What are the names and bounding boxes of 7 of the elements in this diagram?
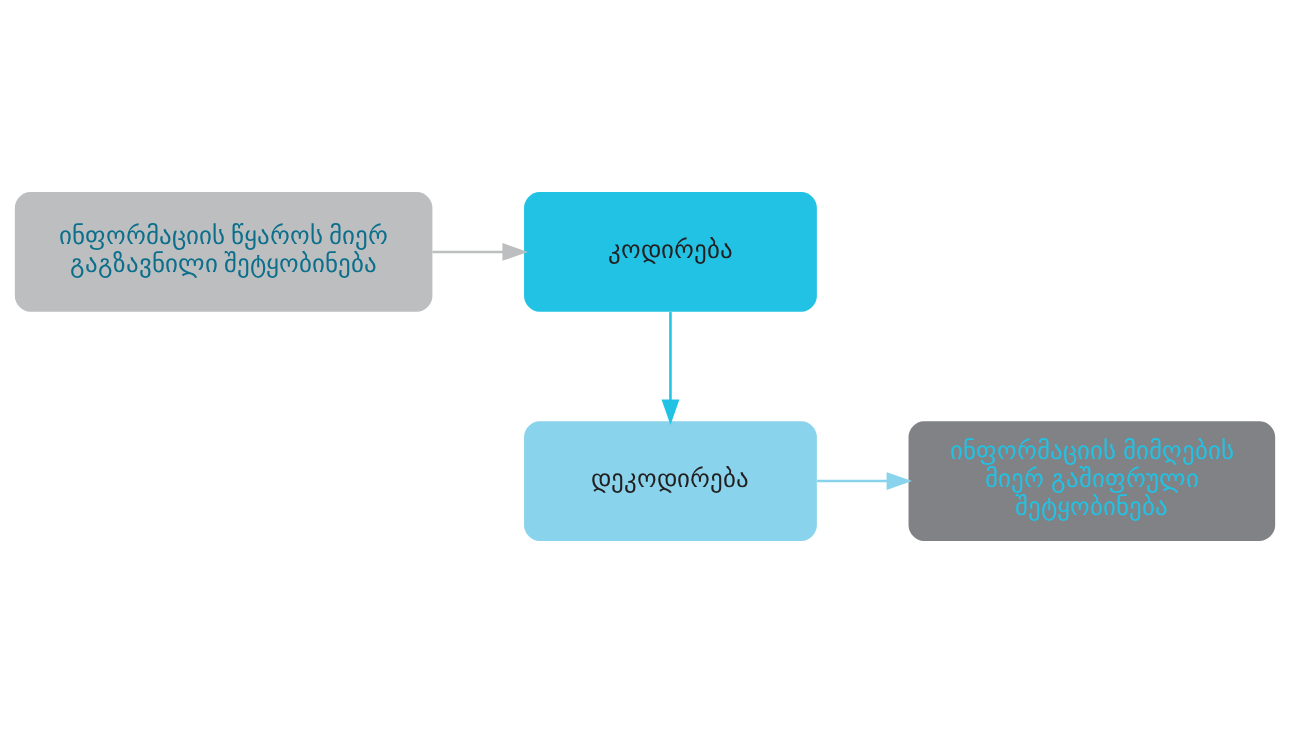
node-box: ინფორმაციის მიმღების მიერ გაშიფრული შეტყობინება	[908, 421, 1276, 541]
arrow	[817, 472, 913, 490]
node-box: კოდირება	[524, 192, 817, 312]
node-box: ინფორმაციის წყაროს მიერ გაგზავნილი შეტყობინება	[14, 192, 433, 312]
node-box: დეკოდირება	[524, 421, 817, 541]
arrow	[661, 312, 680, 425]
arrow	[432, 243, 528, 261]
